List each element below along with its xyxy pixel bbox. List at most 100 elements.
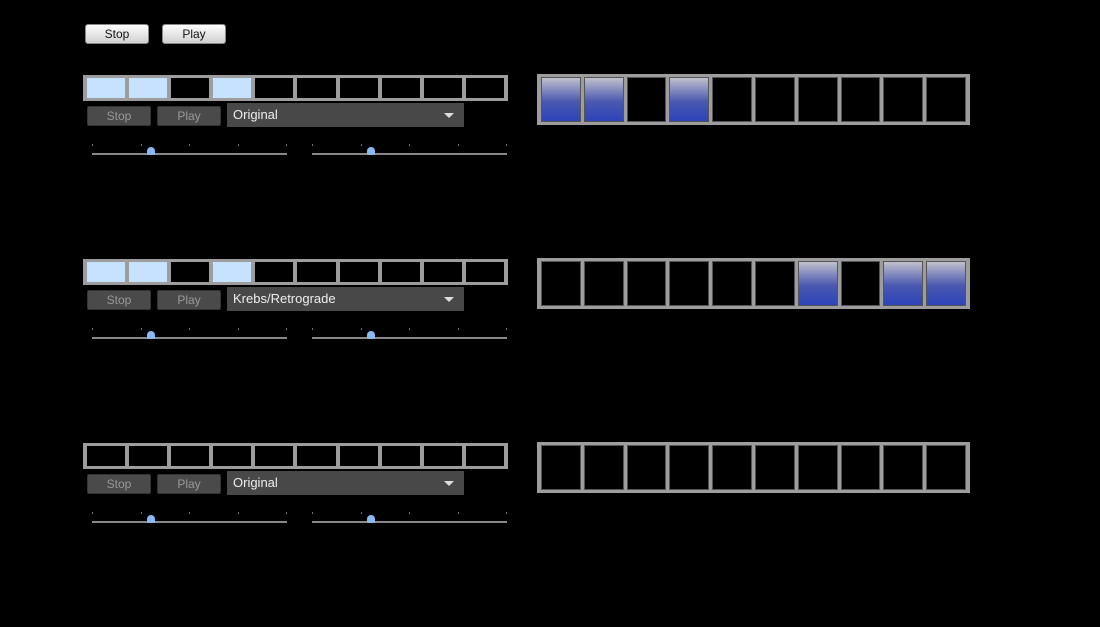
slider-tick xyxy=(360,144,362,146)
input-step-cell[interactable] xyxy=(129,262,168,282)
input-step-cell[interactable] xyxy=(171,78,210,98)
slider-2[interactable] xyxy=(312,325,507,345)
slider-track xyxy=(92,153,287,155)
output-step-cell xyxy=(669,445,710,490)
slider-tick xyxy=(189,328,190,330)
input-step-cell[interactable] xyxy=(465,78,504,98)
input-step-cell[interactable] xyxy=(423,446,462,466)
input-step-grid xyxy=(83,259,508,285)
input-step-cell[interactable] xyxy=(423,78,462,98)
input-step-cell[interactable] xyxy=(297,446,336,466)
transform-select-value: Krebs/Retrograde xyxy=(233,291,336,306)
slider-thumb[interactable] xyxy=(366,331,375,339)
input-step-cell[interactable] xyxy=(381,78,420,98)
input-step-cell[interactable] xyxy=(255,446,294,466)
row-stop-button[interactable]: Stop xyxy=(87,106,151,126)
output-step-grid xyxy=(537,258,970,309)
slider-tick xyxy=(92,144,93,146)
global-play-button[interactable]: Play xyxy=(162,24,226,44)
slider-tick xyxy=(189,512,190,514)
output-step-cell xyxy=(754,77,795,122)
input-step-cell[interactable] xyxy=(171,446,210,466)
slider-tick xyxy=(286,144,287,146)
slider-2[interactable] xyxy=(312,141,507,161)
output-step-cell xyxy=(754,445,795,490)
row-play-button[interactable]: Play xyxy=(157,106,221,126)
output-step-cell xyxy=(883,261,924,306)
output-step-cell xyxy=(840,445,881,490)
row-play-button[interactable]: Play xyxy=(157,474,221,494)
row-play-button[interactable]: Play xyxy=(157,290,221,310)
slider-tick xyxy=(360,328,362,330)
slider-tick xyxy=(457,144,459,146)
slider-tick xyxy=(286,512,287,514)
chevron-down-icon xyxy=(444,481,454,486)
slider-tick xyxy=(409,512,410,514)
transform-select-value: Original xyxy=(233,475,278,490)
output-step-cell xyxy=(797,77,838,122)
chevron-down-icon xyxy=(444,297,454,302)
slider-thumb[interactable] xyxy=(146,515,155,523)
input-step-cell[interactable] xyxy=(465,446,504,466)
slider-tick xyxy=(237,328,239,330)
input-step-cell[interactable] xyxy=(129,78,168,98)
slider-1[interactable] xyxy=(92,141,287,161)
input-step-cell[interactable] xyxy=(465,262,504,282)
slider-tick xyxy=(457,328,459,330)
slider-2[interactable] xyxy=(312,509,507,529)
slider-tick xyxy=(237,144,239,146)
transform-select[interactable]: Original xyxy=(227,471,464,495)
output-step-grid xyxy=(537,442,970,493)
input-step-cell[interactable] xyxy=(339,262,378,282)
output-step-cell xyxy=(712,445,752,490)
slider-track xyxy=(312,521,507,523)
output-step-cell xyxy=(840,261,881,306)
slider-1[interactable] xyxy=(92,325,287,345)
output-step-cell xyxy=(669,261,710,306)
output-step-cell xyxy=(883,445,924,490)
slider-tick xyxy=(409,328,410,330)
input-step-cell[interactable] xyxy=(339,78,378,98)
slider-thumb[interactable] xyxy=(146,147,155,155)
output-step-cell xyxy=(926,77,966,122)
slider-track xyxy=(92,521,287,523)
output-step-cell xyxy=(583,77,624,122)
transform-select[interactable]: Original xyxy=(227,103,464,127)
input-step-cell[interactable] xyxy=(297,262,336,282)
input-step-cell[interactable] xyxy=(297,78,336,98)
input-step-cell[interactable] xyxy=(171,262,210,282)
input-step-cell[interactable] xyxy=(381,446,420,466)
sequencer-row: Stop Play Original xyxy=(0,442,1100,627)
transform-select[interactable]: Krebs/Retrograde xyxy=(227,287,464,311)
input-step-cell[interactable] xyxy=(213,262,252,282)
input-step-cell[interactable] xyxy=(129,446,168,466)
slider-track xyxy=(312,337,507,339)
global-stop-button[interactable]: Stop xyxy=(85,24,149,44)
row-stop-button[interactable]: Stop xyxy=(87,474,151,494)
input-step-cell[interactable] xyxy=(87,262,126,282)
row-stop-button[interactable]: Stop xyxy=(87,290,151,310)
input-step-cell[interactable] xyxy=(213,78,252,98)
output-step-cell xyxy=(541,77,581,122)
output-step-grid xyxy=(537,74,970,125)
input-step-cell[interactable] xyxy=(213,446,252,466)
input-step-cell[interactable] xyxy=(255,262,294,282)
input-step-cell[interactable] xyxy=(381,262,420,282)
input-step-cell[interactable] xyxy=(87,446,126,466)
output-step-cell xyxy=(583,261,624,306)
input-step-cell[interactable] xyxy=(339,446,378,466)
slider-tick xyxy=(360,512,362,514)
slider-thumb[interactable] xyxy=(366,147,375,155)
slider-tick xyxy=(506,328,507,330)
slider-tick xyxy=(92,512,93,514)
input-step-cell[interactable] xyxy=(423,262,462,282)
slider-thumb[interactable] xyxy=(366,515,375,523)
output-step-cell xyxy=(541,261,581,306)
slider-tick xyxy=(457,512,459,514)
slider-tick xyxy=(140,144,142,146)
output-step-cell xyxy=(926,261,966,306)
slider-1[interactable] xyxy=(92,509,287,529)
input-step-cell[interactable] xyxy=(255,78,294,98)
input-step-cell[interactable] xyxy=(87,78,126,98)
slider-thumb[interactable] xyxy=(146,331,155,339)
